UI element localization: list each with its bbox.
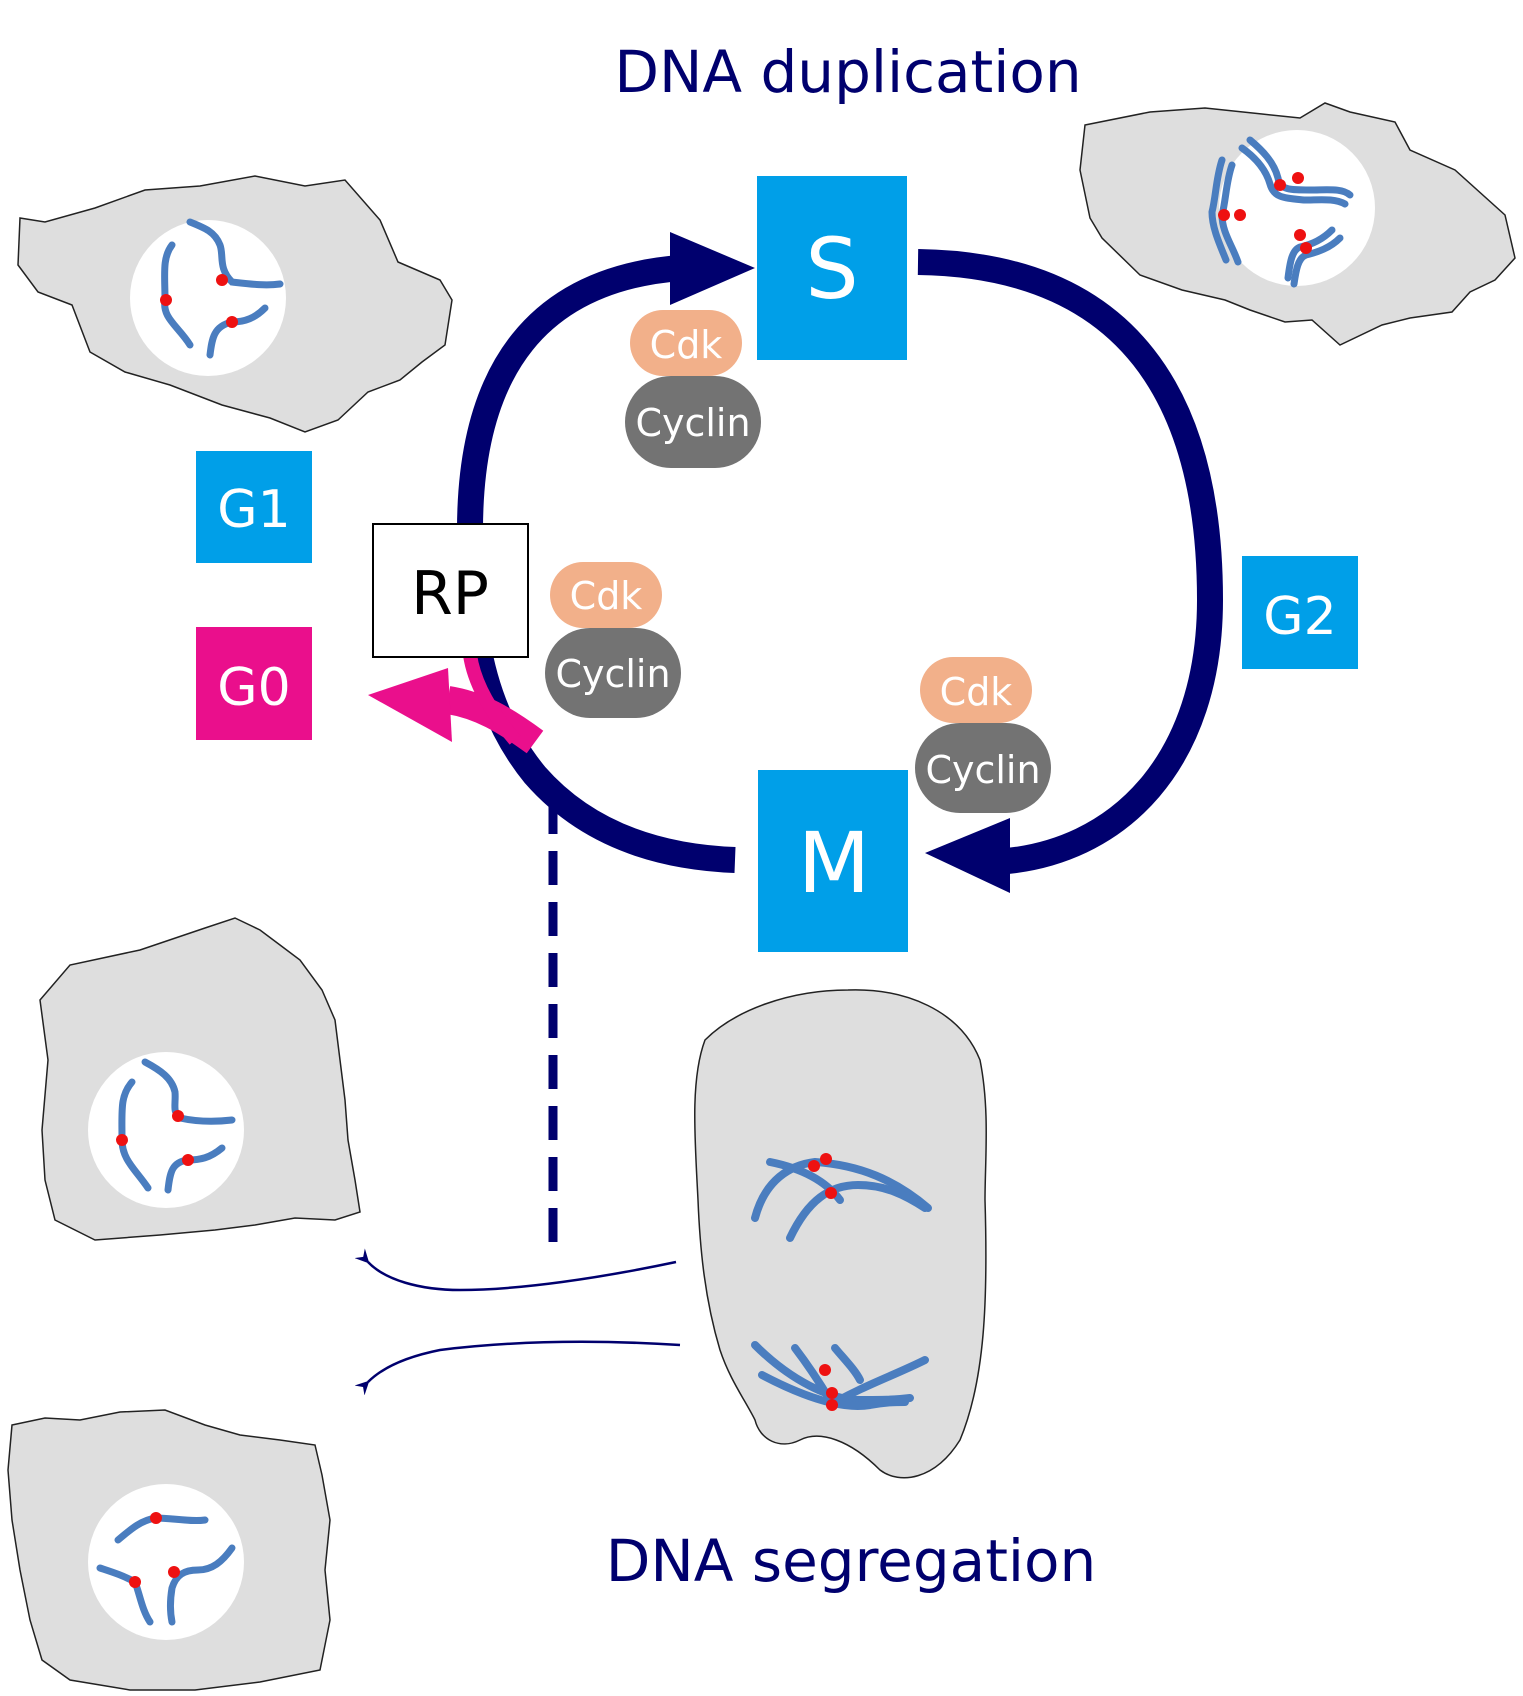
phase-g2-label: G2 xyxy=(1263,587,1336,647)
centromeres xyxy=(808,1153,838,1411)
cdk-label: Cdk xyxy=(940,670,1013,714)
cyclin-label: Cyclin xyxy=(555,652,670,696)
cyclin-label: Cyclin xyxy=(635,401,750,445)
phase-s-label: S xyxy=(805,220,858,318)
phase-m-box: M xyxy=(758,770,908,952)
cdk-pill xyxy=(920,657,1032,723)
division-arrow-1 xyxy=(354,1248,677,1292)
cyclin-pill xyxy=(545,628,681,718)
phase-s-box: S xyxy=(757,176,907,360)
title-dna-duplication: DNA duplication xyxy=(614,38,1081,106)
centromeres xyxy=(129,1512,180,1588)
arrowhead-to-m xyxy=(925,818,1010,893)
phase-g0-box: G0 xyxy=(196,627,312,740)
restriction-point-box: RP xyxy=(372,523,529,658)
arrowhead-to-s xyxy=(670,232,755,305)
phase-g1-label: G1 xyxy=(217,480,290,540)
cdk-pill xyxy=(550,562,662,628)
cdk-cyclin-complex-top: Cdk Cyclin xyxy=(625,310,761,468)
cell-g1 xyxy=(17,175,453,433)
cdk-pill xyxy=(630,310,742,376)
phase-g0-label: G0 xyxy=(217,658,290,718)
cyclin-label: Cyclin xyxy=(925,748,1040,792)
restriction-point-label: RP xyxy=(411,559,489,629)
centromeres xyxy=(1218,172,1312,254)
phase-g1-box: G1 xyxy=(196,451,312,563)
cyclin-pill xyxy=(915,723,1051,813)
centromeres xyxy=(116,1110,194,1166)
cdk-label: Cdk xyxy=(570,574,643,618)
cyclin-pill xyxy=(625,376,761,468)
cycle-arc-g1 xyxy=(457,255,682,531)
cdk-cyclin-complex-middle: Cdk Cyclin xyxy=(545,562,681,718)
division-arrow-2 xyxy=(354,1340,681,1396)
phase-g2-box: G2 xyxy=(1242,556,1358,669)
daughter-cell-1 xyxy=(39,917,361,1241)
nucleus xyxy=(1219,130,1375,286)
phase-m-label: M xyxy=(798,814,870,912)
cdk-cyclin-complex-right: Cdk Cyclin xyxy=(915,657,1051,813)
centromeres xyxy=(160,274,238,328)
cdk-label: Cdk xyxy=(650,323,723,367)
daughter-cell-2 xyxy=(7,1409,331,1691)
cell-mitosis xyxy=(693,989,987,1479)
g0-exit-arrow xyxy=(368,653,544,754)
cycle-arc-g2 xyxy=(917,249,1224,875)
cell-g2 xyxy=(1079,102,1516,346)
title-dna-segregation: DNA segregation xyxy=(606,1527,1097,1595)
